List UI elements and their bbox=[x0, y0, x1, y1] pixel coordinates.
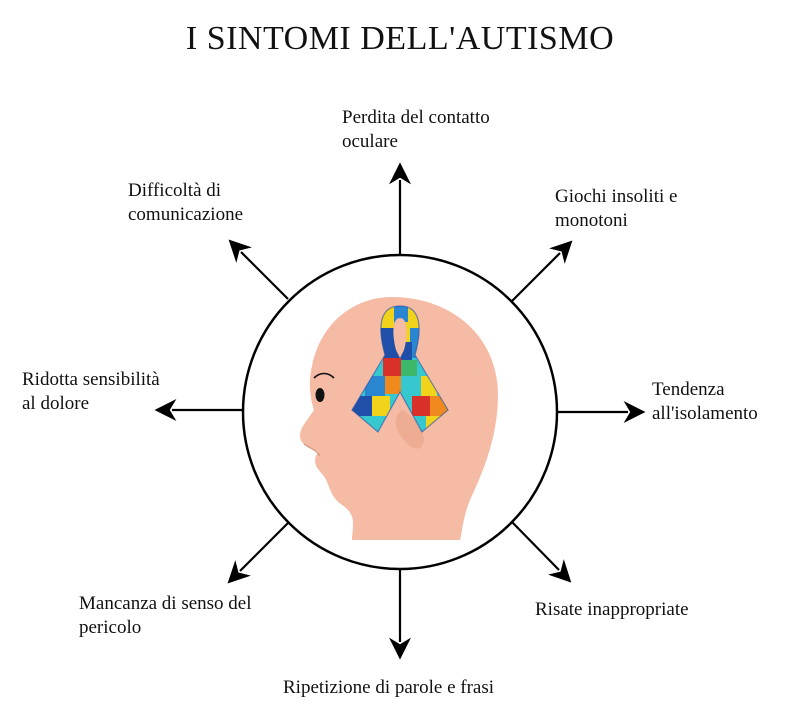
symptom-label-top: Perdita del contatto oculare bbox=[342, 107, 490, 152]
page-title: I SINTOMI DELL'AUTISMO bbox=[185, 20, 615, 57]
child-head-icon bbox=[300, 297, 498, 540]
arrow-bottom-left bbox=[227, 522, 289, 584]
arrow-bottom-right bbox=[511, 521, 572, 583]
arrow-top-right bbox=[511, 240, 573, 302]
symptom-label-bottom-right: Risate inappropriate bbox=[535, 599, 689, 620]
symptom-label-left: Ridotta sensibilità al dolore bbox=[22, 369, 160, 414]
symptom-label-bottom-left: Mancanza di senso del pericolo bbox=[79, 593, 252, 638]
symptom-label-bottom: Ripetizione di parole e frasi bbox=[283, 677, 495, 698]
arrow-top-left bbox=[228, 239, 289, 300]
arrows bbox=[154, 162, 646, 660]
symptom-label-top-right: Giochi insoliti e monotoni bbox=[555, 186, 678, 231]
symptom-label-right: Tendenza all'isolamento bbox=[652, 379, 758, 424]
symptom-label-top-left: Difficoltà di comunicazione bbox=[128, 180, 244, 225]
